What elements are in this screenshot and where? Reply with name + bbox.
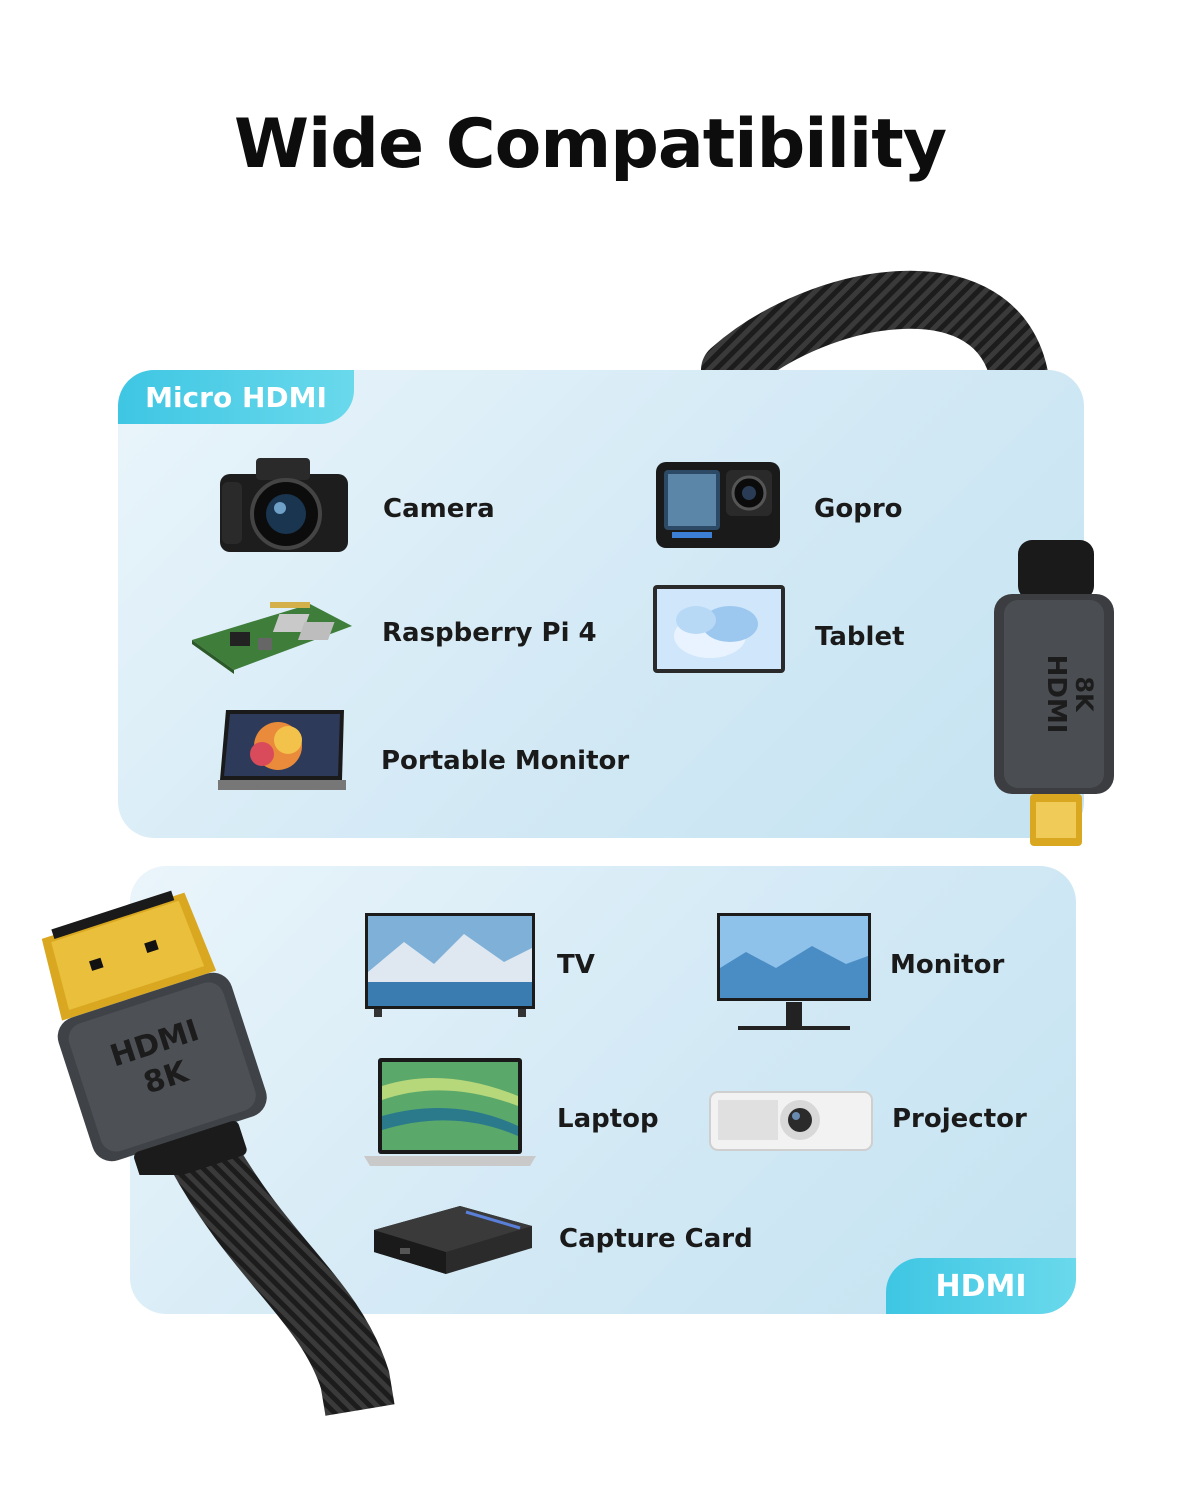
gopro-icon (656, 462, 780, 548)
hdmi-tag: HDMI (886, 1258, 1076, 1314)
device-label-tv: TV (557, 950, 595, 980)
device-label-gopro: Gopro (814, 494, 903, 524)
raspberry-pi-icon (192, 602, 352, 674)
laptop-icon (364, 1058, 536, 1166)
device-label-camera: Camera (383, 494, 495, 524)
device-label-tablet: Tablet (815, 622, 905, 652)
capture-card-icon (374, 1206, 532, 1274)
micro-hdmi-panel: Micro HDMI Camera Gopro Raspberry Pi 4 (118, 370, 1084, 838)
device-label-laptop: Laptop (557, 1104, 659, 1134)
micro-hdmi-tag: Micro HDMI (118, 370, 354, 424)
device-label-projector: Projector (892, 1104, 1027, 1134)
device-label-raspberry-pi: Raspberry Pi 4 (382, 618, 597, 648)
hdmi-panel: HDMI TV Monitor Laptop (130, 866, 1076, 1314)
tablet-icon (653, 585, 785, 673)
portable-monitor-icon (218, 710, 346, 790)
projector-icon (709, 1091, 873, 1151)
device-label-capture-card: Capture Card (559, 1224, 753, 1254)
device-label-monitor: Monitor (890, 950, 1005, 980)
page-title: Wide Compatibility (233, 105, 947, 184)
tv-icon (365, 913, 535, 1017)
device-label-portable-monitor: Portable Monitor (381, 746, 630, 776)
camera-icon (220, 458, 348, 552)
monitor-icon (717, 913, 871, 1030)
